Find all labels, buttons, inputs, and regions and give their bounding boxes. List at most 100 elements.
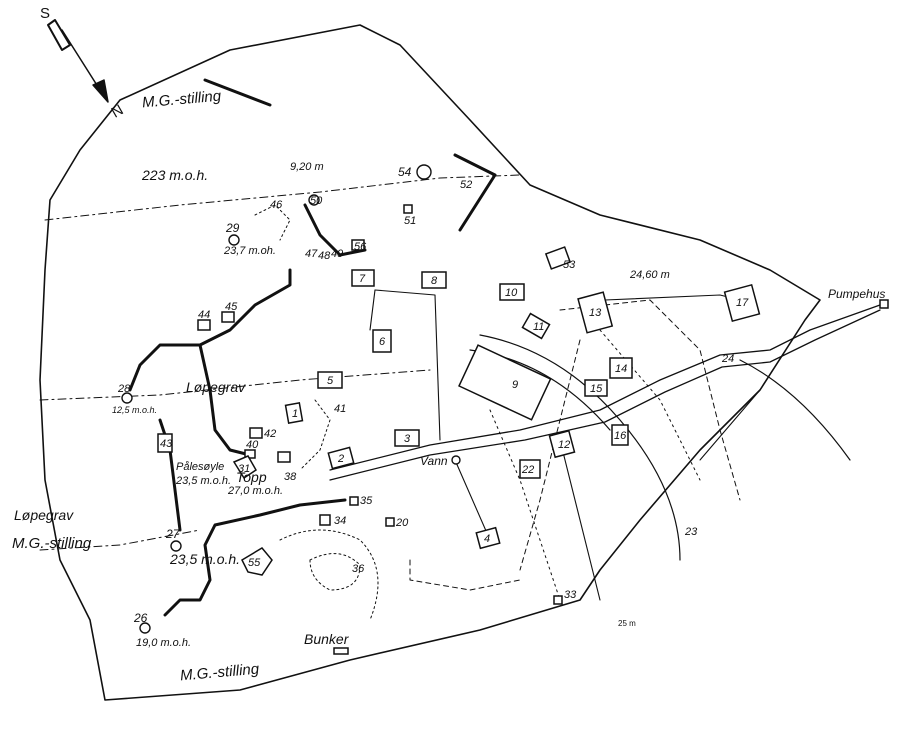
- building-7-label: 7: [359, 273, 366, 285]
- building-51-label: 51: [404, 215, 416, 227]
- north-arrow-shaft: [61, 29, 101, 91]
- building-52-label: 52: [460, 179, 472, 191]
- building-48-label: 48: [318, 250, 331, 262]
- building-5-label: 5: [327, 375, 334, 387]
- note-bottom-label: 25 m: [618, 619, 636, 628]
- marker-29-label: 29: [226, 221, 240, 235]
- marker-50: [308, 194, 320, 206]
- elevation-28-label: 12,5 m.o.h.: [112, 405, 158, 415]
- building-24-label: 24: [721, 353, 734, 365]
- marker-26: [139, 622, 151, 634]
- track-arc-3: [739, 359, 851, 461]
- building-3: [394, 429, 420, 447]
- building-41-label: 41: [334, 403, 346, 415]
- dotted-path-41: [299, 399, 331, 471]
- cable-line-6: [699, 389, 761, 461]
- building-6: [372, 329, 392, 353]
- building-35: [349, 496, 359, 506]
- building-34: [319, 514, 331, 526]
- cable-line-1: [374, 289, 441, 441]
- building-53: [544, 246, 572, 270]
- building-22-label: 22: [521, 464, 534, 476]
- bunker-building: [333, 647, 349, 655]
- trench-52: [453, 153, 497, 232]
- building-12: [548, 429, 576, 459]
- marker-vann: [451, 455, 461, 465]
- north-arrow-tail: [47, 19, 71, 51]
- building-13-label: 13: [589, 307, 602, 319]
- elevation-topp-label: 27,0 m.o.h.: [228, 485, 284, 497]
- building-43: [157, 433, 173, 453]
- trench-46-47: [303, 203, 367, 257]
- topp-label: Topp: [236, 469, 267, 485]
- building-16: [611, 424, 629, 446]
- building-22: [519, 459, 541, 479]
- building-14-label: 14: [615, 363, 627, 375]
- building-33-label: 33: [564, 589, 577, 601]
- building-8: [421, 271, 447, 289]
- marker-27-label: 27: [166, 527, 180, 541]
- mg-trench-top: [203, 78, 272, 107]
- building-7: [351, 269, 375, 287]
- trench-upper-branch: [198, 343, 252, 457]
- building-38-label: 38: [284, 471, 297, 483]
- building-50-label: 50: [310, 195, 323, 207]
- pailesoyle-label: Pålesøyle: [176, 461, 225, 473]
- building-44: [197, 319, 211, 331]
- dotted-path-36b: [309, 553, 361, 591]
- building-23-label: 23: [684, 526, 698, 538]
- contour-line-middle: [39, 369, 431, 401]
- contour-line-lower: [39, 529, 201, 551]
- building-45: [221, 311, 235, 323]
- building-17-label: 17: [736, 297, 749, 309]
- building-2: [327, 446, 355, 470]
- cable-line-5: [604, 294, 741, 301]
- building-9-label: 9: [512, 379, 518, 391]
- elevation-26-label: 19,0 m.o.h.: [136, 637, 192, 649]
- building-40-label: 40: [246, 439, 259, 451]
- building-34-label: 34: [334, 515, 346, 527]
- building-44-label: 44: [198, 309, 210, 321]
- building-55: [241, 547, 273, 576]
- dotted-path-36: [279, 529, 379, 621]
- pumpehus-label: Pumpehus: [828, 287, 886, 301]
- building-20: [385, 517, 395, 527]
- building-1: [284, 402, 304, 424]
- building-53-label: 53: [563, 259, 576, 271]
- marker-27: [170, 540, 182, 552]
- building-1-label: 1: [292, 408, 298, 420]
- building-38: [277, 451, 291, 463]
- building-8-label: 8: [431, 275, 438, 287]
- track-arc-1: [479, 334, 681, 561]
- building-6-label: 6: [379, 336, 386, 348]
- building-43-label: 43: [160, 438, 173, 450]
- building-15-label: 15: [590, 383, 603, 395]
- marker-28: [121, 392, 133, 404]
- marker-28-label: 28: [118, 383, 131, 395]
- elevation-pailesoyle-label: 23,5 m.o.h.: [176, 475, 232, 487]
- building-11: [521, 312, 551, 340]
- building-14: [609, 357, 633, 379]
- elevation-27-label: 23,5 m.o.h.: [170, 551, 241, 567]
- marker-26-label: 26: [134, 611, 148, 625]
- building-9: [458, 344, 552, 421]
- building-49-label: 49: [331, 248, 343, 260]
- building-4: [475, 526, 501, 550]
- building-42: [249, 427, 263, 439]
- lopegrav-lower-label: Løpegrav: [14, 507, 74, 523]
- trench-lower: [163, 498, 347, 617]
- building-10-label: 10: [505, 287, 518, 299]
- trench-upper: [128, 268, 292, 392]
- building-2-label: 2: [337, 453, 344, 465]
- compass-south-label: S: [40, 5, 51, 22]
- building-35-label: 35: [360, 495, 373, 507]
- building-12-label: 12: [558, 439, 570, 451]
- contour-line-top: [44, 174, 521, 221]
- building-17: [723, 283, 761, 323]
- note-top-label: 9,20 m: [290, 161, 324, 173]
- building-31: [232, 455, 257, 480]
- building-31-label: 31: [238, 463, 250, 475]
- building-46-label: 46: [270, 199, 283, 211]
- building-15: [584, 379, 608, 397]
- building-42-label: 42: [264, 428, 276, 440]
